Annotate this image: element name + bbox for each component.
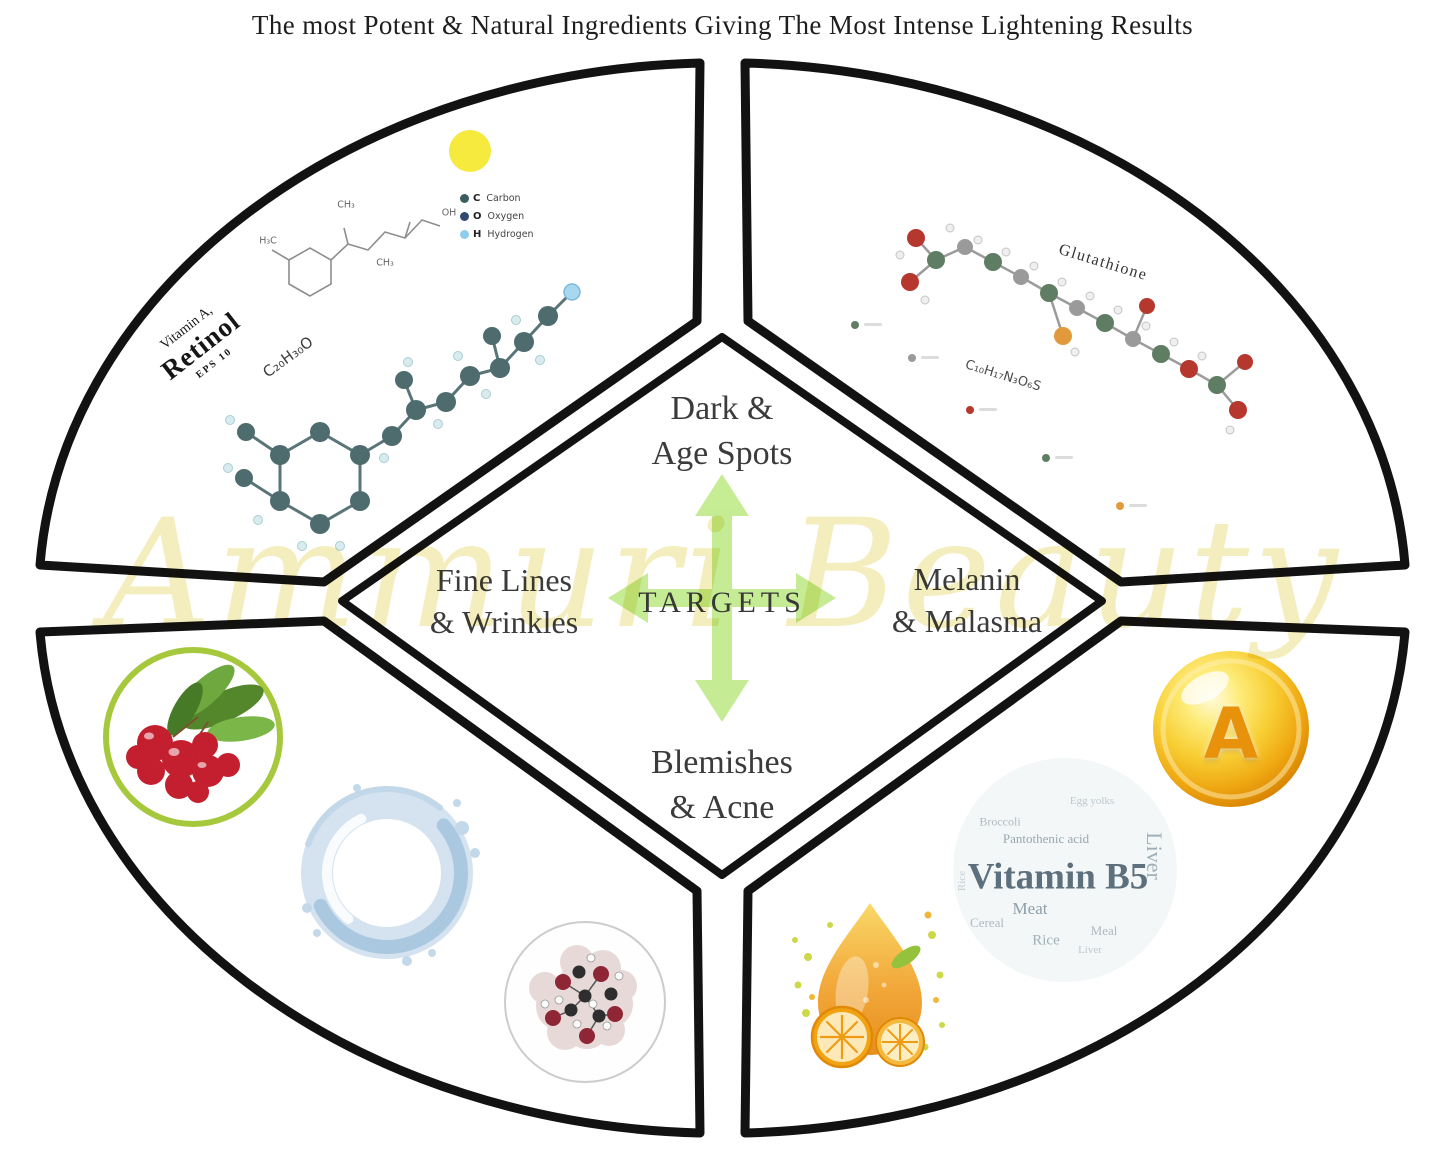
target-label-blemishes-acne: Blemishes & Acne	[651, 744, 793, 826]
water-swirl-illustration	[300, 784, 480, 966]
vitamin-b5-wordcloud-bg	[953, 758, 1177, 982]
hydrogen-dot-icon	[460, 229, 469, 239]
targets-arrows-icon	[608, 474, 836, 722]
wordcloud-word: Liver	[1078, 944, 1102, 956]
wordcloud-word: Egg yolks	[1069, 795, 1115, 807]
wordcloud-word: Meat	[1012, 899, 1048, 918]
atom-legend-row: H Hydrogen	[460, 225, 534, 243]
wordcloud-word: Pantothenic acid	[1002, 831, 1090, 846]
glutathione-legend-dots	[851, 321, 1147, 510]
wordcloud-word: Rice	[1032, 932, 1060, 949]
targets-label: TARGETS	[638, 586, 806, 619]
skeletal-oh-label: OH	[441, 207, 457, 219]
retinol-skeletal-structure	[271, 219, 441, 297]
skeletal-ch3-label: CH₃	[337, 199, 355, 211]
skeletal-ch3-label: CH₃	[376, 257, 394, 269]
yellow-dot	[449, 130, 491, 172]
page-title: The most Potent & Natural Ingredients Gi…	[251, 10, 1194, 40]
atom-legend: C Carbon O Oxygen H Hydrogen	[460, 189, 534, 243]
atom-legend-row: O Oxygen	[460, 207, 534, 225]
carbon-dot-icon	[460, 193, 469, 203]
skeletal-h3c-label: H₃C	[259, 235, 277, 247]
wordcloud-word: Cereal	[970, 915, 1004, 930]
retinol-ball-stick-molecule	[223, 283, 581, 551]
wordcloud-word: Meal	[1090, 923, 1118, 938]
quadrant-top-right-shape	[740, 58, 1410, 587]
wordcloud-word: Broccoli	[979, 814, 1021, 829]
citrus-droplet-illustration	[792, 903, 945, 1069]
retinol-illustration	[223, 130, 581, 551]
glutathione-illustration	[851, 223, 1253, 510]
target-label-melanin-malasma: Melanin & Malasma	[891, 560, 1043, 639]
vitamin-a-ball	[1153, 651, 1309, 807]
wordcloud-word: Liver	[1142, 832, 1167, 880]
acid-molecule-illustration	[504, 921, 666, 1083]
target-label-fine-lines-wrinkles: Fine Lines & Wrinkles	[429, 561, 579, 640]
quadrant-top-left-shape	[35, 58, 705, 587]
target-label-dark-age-spots: Dark & Age Spots	[651, 390, 793, 472]
atom-legend-row: C Carbon	[460, 189, 534, 207]
vitamin-b5-main-word: Vitamin B5	[967, 856, 1149, 898]
oxygen-dot-icon	[460, 211, 469, 221]
berries-illustration	[103, 647, 283, 827]
wordcloud-word: Rice	[956, 870, 968, 892]
vitamin-a-letter: A	[1203, 693, 1259, 775]
